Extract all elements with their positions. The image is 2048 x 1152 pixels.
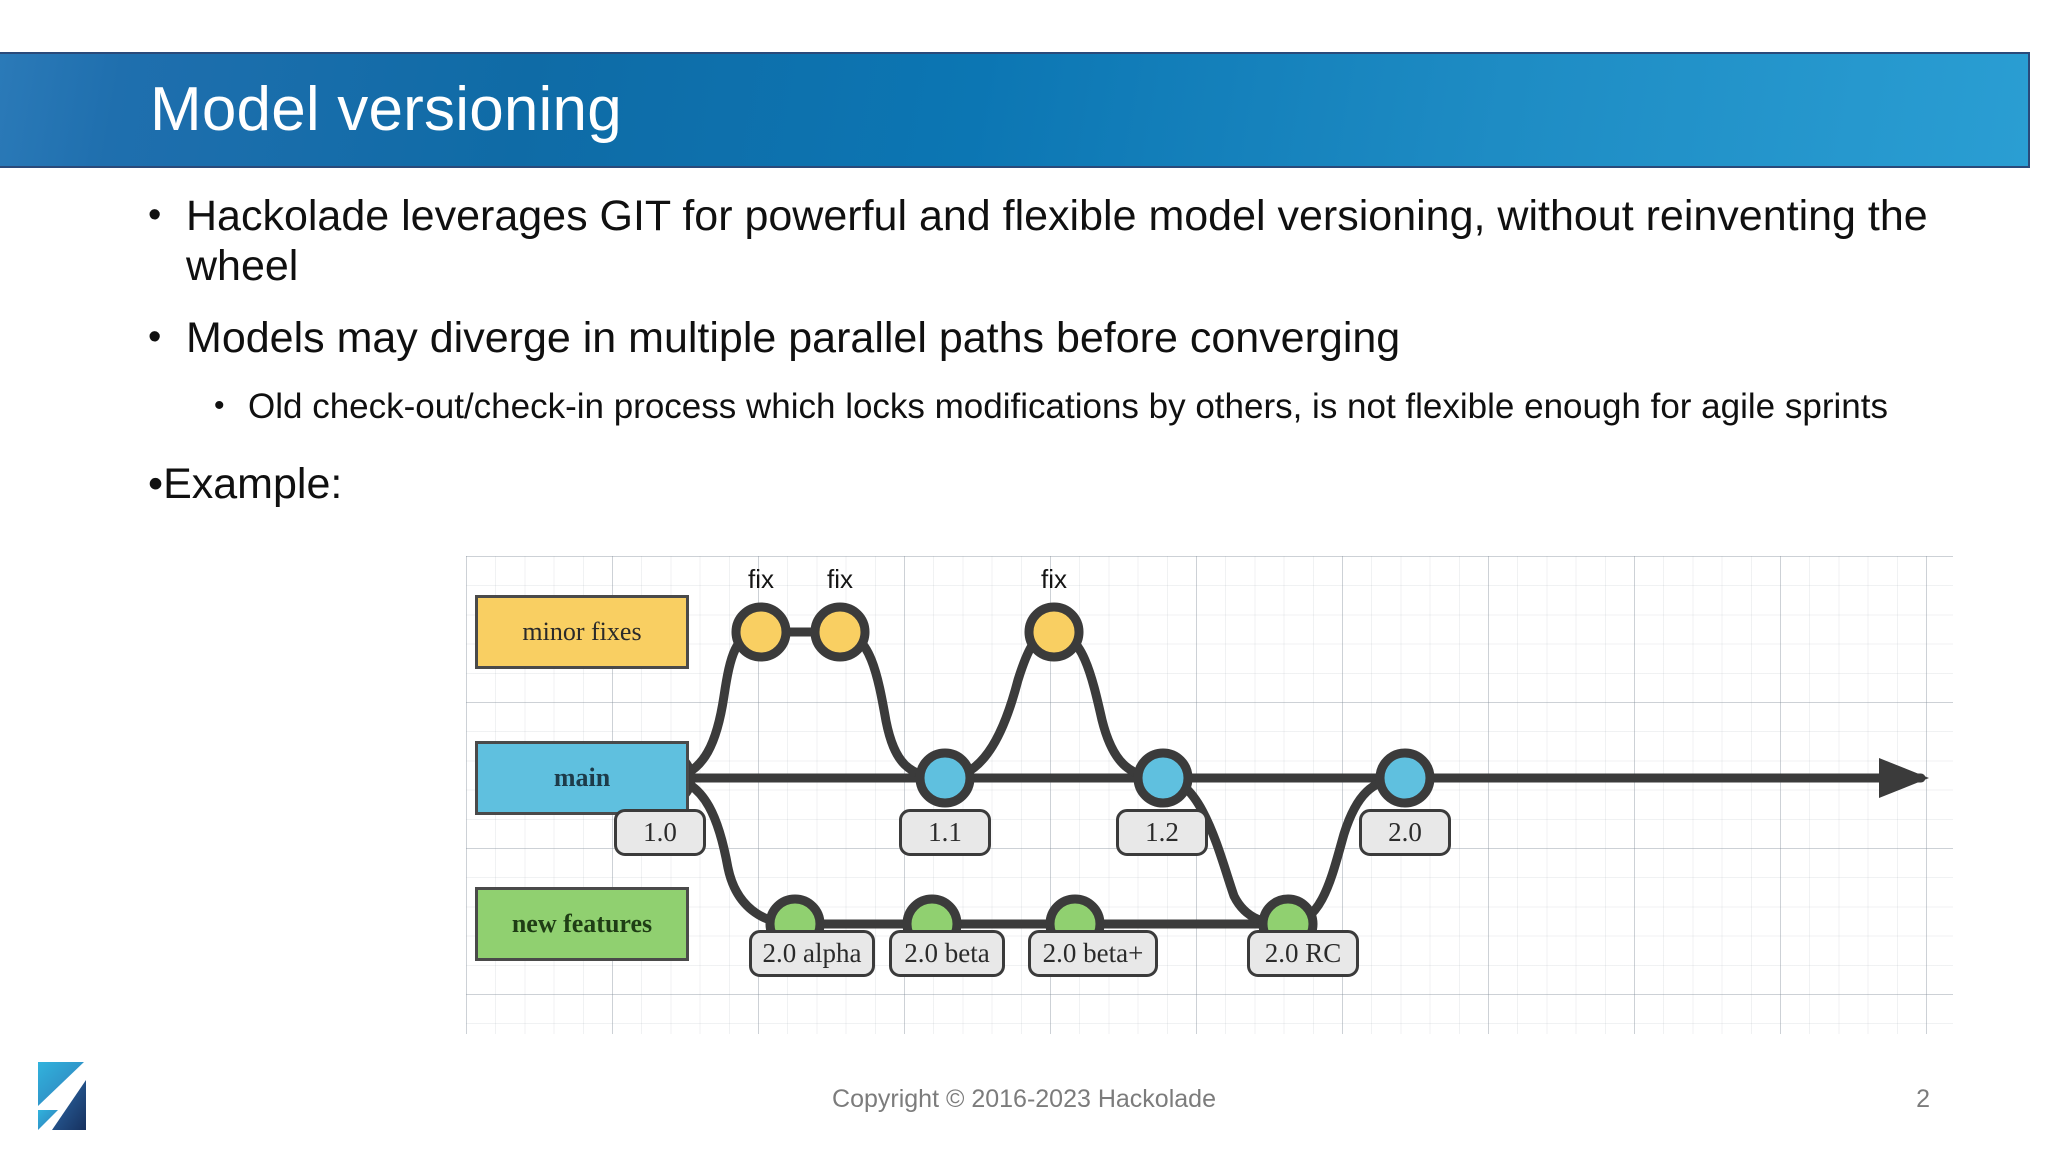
fix-annotation-3: fix [1041, 564, 1067, 594]
bullet-text-1: Hackolade leverages GIT for powerful and… [186, 192, 1928, 290]
footer-page-number: 2 [1916, 1085, 1930, 1113]
lane-label-main[interactable]: main [475, 741, 689, 815]
bullet-marker-icon: • [148, 194, 162, 236]
version-tag-2-0-alpha[interactable]: 2.0 alpha [749, 930, 875, 977]
fix-annotation-1: fix [748, 564, 774, 594]
version-tag-1-2[interactable]: 1.2 [1116, 809, 1208, 856]
footer-copyright: Copyright © 2016-2023 Hackolade [832, 1085, 1216, 1113]
version-tag-1-1[interactable]: 1.1 [899, 809, 991, 856]
commit-node-main-2-0[interactable] [1375, 748, 1435, 808]
bullet-item-2: • Models may diverge in multiple paralle… [148, 314, 1948, 364]
version-tag-2-0-beta[interactable]: 2.0 beta [889, 930, 1005, 977]
version-tag-2-0[interactable]: 2.0 [1359, 809, 1451, 856]
bullet-text-2: Models may diverge in multiple parallel … [186, 313, 1401, 362]
commit-node-fix-3[interactable] [1024, 602, 1084, 662]
sub-bullet-marker-icon: • [214, 388, 225, 422]
fix-annotation-2: fix [827, 564, 853, 594]
sub-bullet-text-1: Old check-out/check-in process which loc… [248, 386, 1888, 426]
lane-label-text: main [553, 763, 611, 792]
logo-shape-right [52, 1080, 86, 1130]
commit-node-fix-1[interactable] [731, 602, 791, 662]
bullet-item-1: • Hackolade leverages GIT for powerful a… [148, 192, 1948, 292]
lane-label-text: minor fixes [522, 617, 642, 646]
logo-shape-lower-left [38, 1110, 58, 1130]
branch-main-to-features [661, 773, 800, 929]
commit-node-fix-2[interactable] [810, 602, 870, 662]
logo-shape-upper [38, 1062, 84, 1106]
bullet-list: • Hackolade leverages GIT for powerful a… [148, 192, 1948, 510]
slide-title-bar: Model versioning [0, 52, 2030, 168]
bullet-marker-icon: • [148, 459, 164, 508]
commit-node-main-1-1[interactable] [915, 748, 975, 808]
lane-label-new-features[interactable]: new features [475, 887, 689, 961]
version-tag-1-0[interactable]: 1.0 [614, 809, 706, 856]
hackolade-logo [38, 1062, 86, 1130]
page-title: Model versioning [150, 75, 622, 144]
bullet-text-3: Example: [163, 459, 343, 508]
version-tag-2-0-beta-plus[interactable]: 2.0 beta+ [1028, 930, 1158, 977]
bullet-marker-icon: • [148, 315, 162, 358]
branch-graph [565, 602, 1929, 954]
lane-label-minor-fixes[interactable]: minor fixes [475, 595, 689, 669]
version-tag-2-0-rc[interactable]: 2.0 RC [1247, 930, 1359, 977]
lane-label-text: new features [511, 909, 653, 938]
commit-node-main-1-2[interactable] [1133, 748, 1193, 808]
git-branching-diagram: minor fixes main new features fix fix fi… [466, 556, 1953, 1034]
bullet-item-3: • Example: [148, 460, 1948, 510]
sub-bullet-item-1: • Old check-out/check-in process which l… [214, 386, 1948, 428]
main-end-arrow-icon [1879, 758, 1929, 798]
